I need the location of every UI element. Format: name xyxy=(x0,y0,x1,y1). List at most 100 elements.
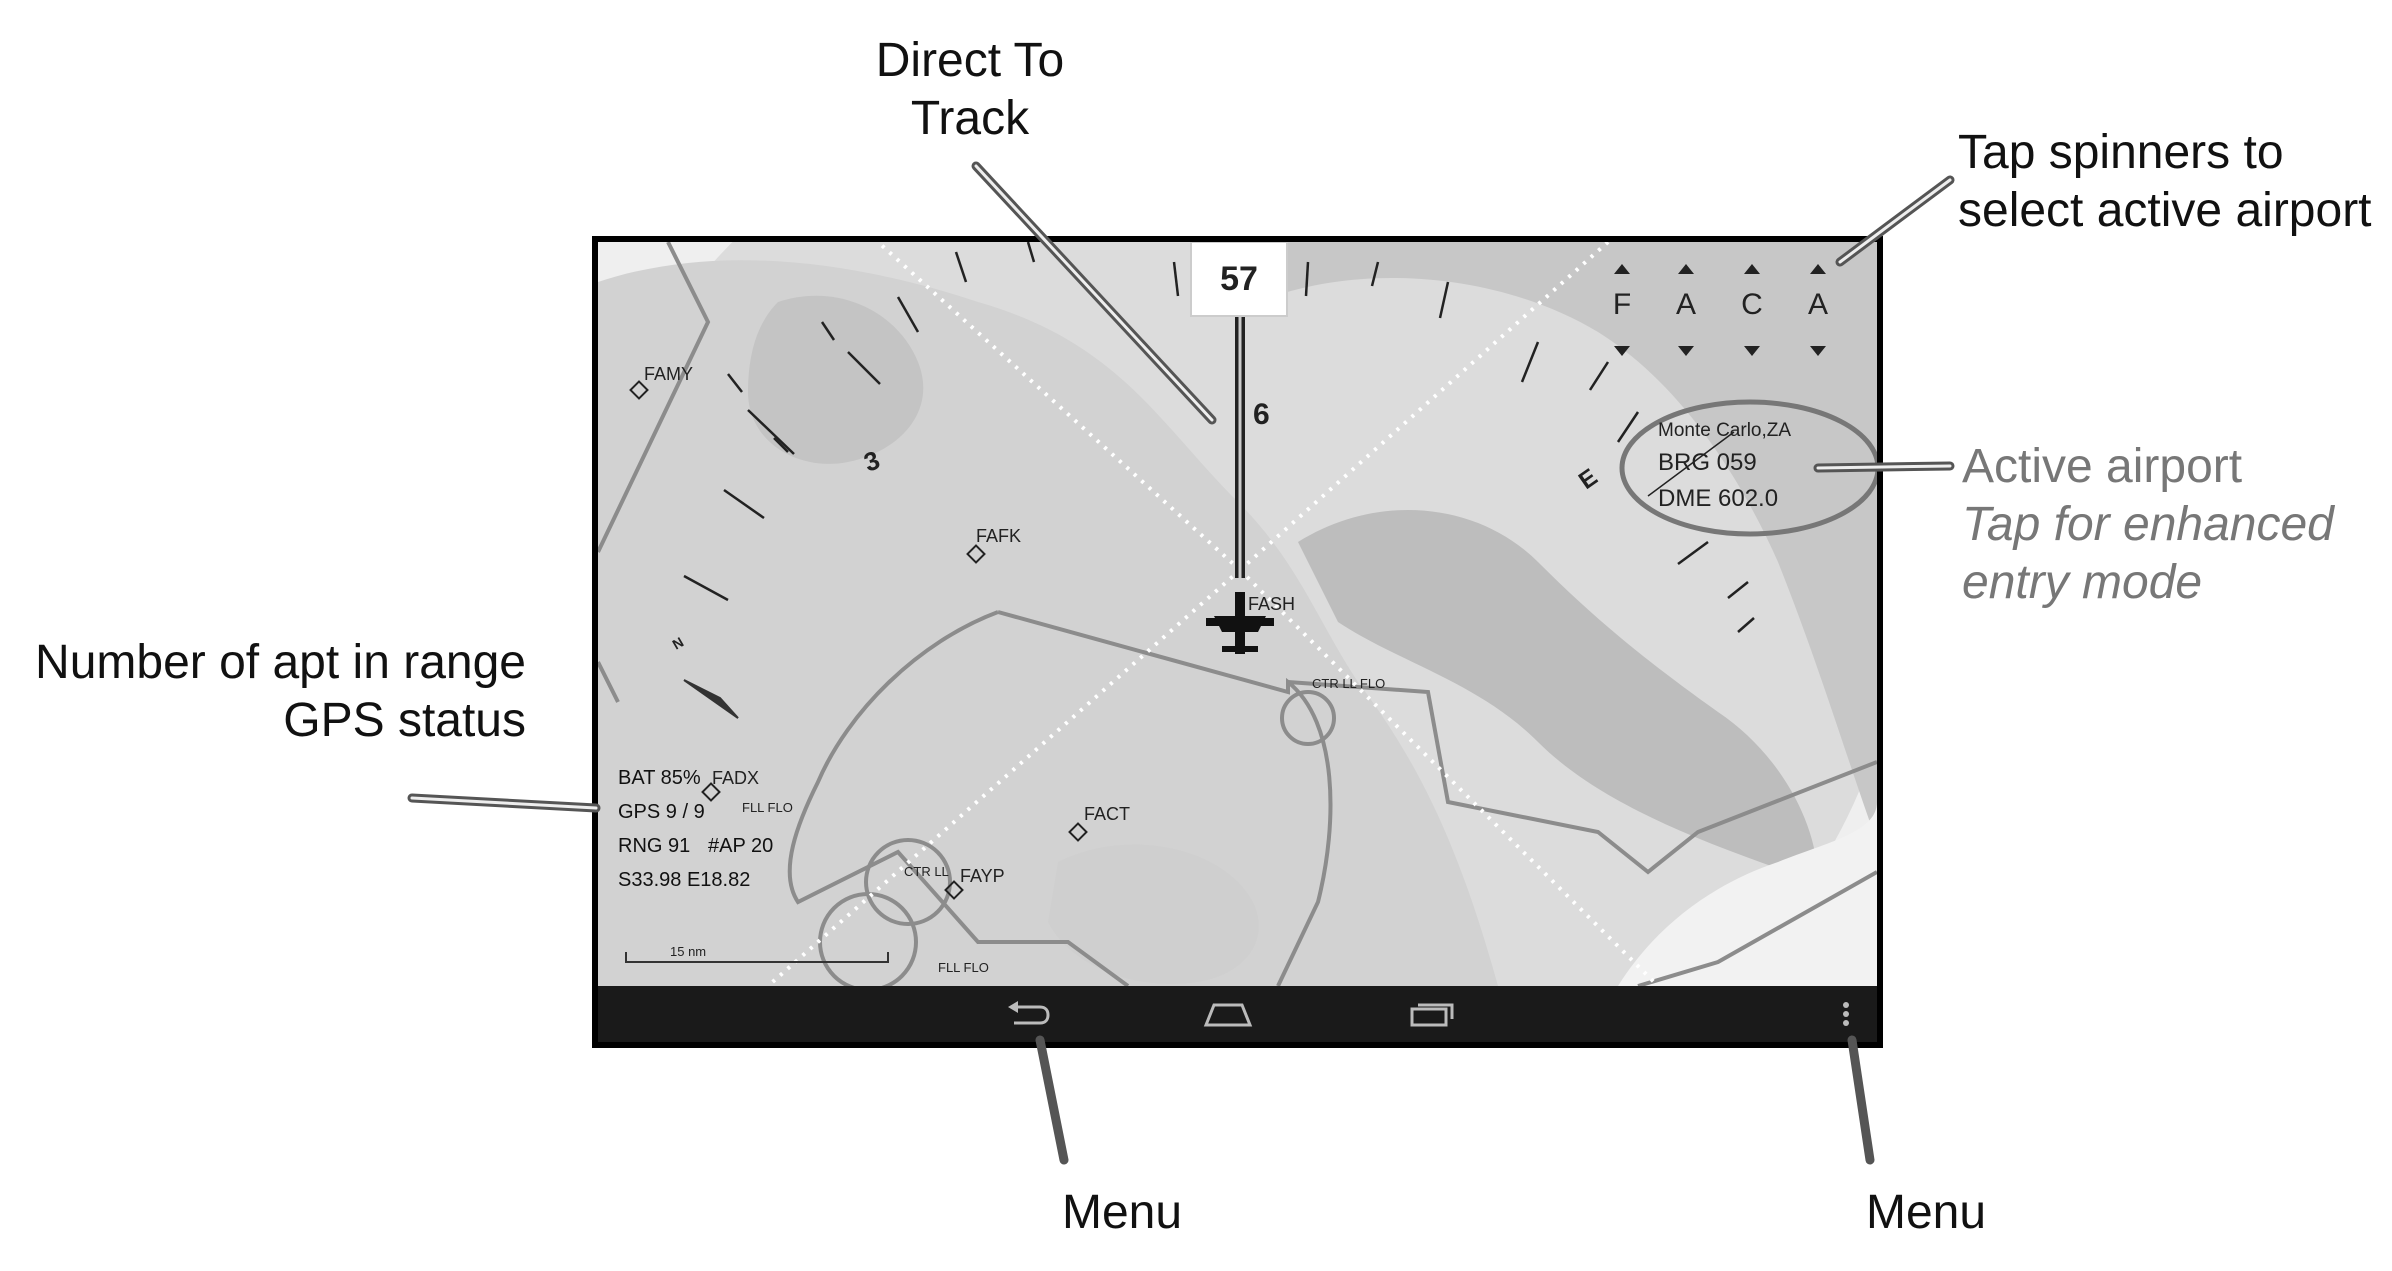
spinner-up-icon[interactable] xyxy=(1810,264,1826,274)
airspace-label-ctr-top: CTR LL FLO xyxy=(1312,676,1385,691)
spinner-up-icon[interactable] xyxy=(1678,264,1694,274)
airport-fafk[interactable]: FAFK xyxy=(966,526,1022,564)
heading-box: 57 xyxy=(1190,242,1288,317)
recent-apps-icon xyxy=(1410,1003,1454,1027)
spinner-up-icon[interactable] xyxy=(1614,264,1630,274)
callout-num-apt-line-2: GPS status xyxy=(283,694,526,747)
airspace-label-fayp-sub: FLL FLO xyxy=(938,960,989,975)
recent-apps-button[interactable] xyxy=(1400,992,1464,1036)
airspace-boundary-se xyxy=(1637,870,1877,986)
sea-area xyxy=(1618,802,1877,986)
airspace-boundary-nw xyxy=(598,242,711,553)
callout-direct-to-track: Direct To Track xyxy=(860,32,1080,148)
airspace-label-fayp-ctr: CTR LL xyxy=(904,864,949,879)
overflow-dots-icon xyxy=(1843,1002,1849,1026)
terrain-east xyxy=(1258,242,1877,842)
spinner-letter-2: A xyxy=(1676,288,1696,321)
status-range: RNG 91 xyxy=(618,835,690,857)
spinner-letter-4: A xyxy=(1808,288,1828,321)
active-airport-ellipse[interactable] xyxy=(1619,399,1877,537)
radial-nw xyxy=(876,242,1242,572)
airport-famy[interactable]: FAMY xyxy=(629,364,694,400)
spinner-up-icon[interactable] xyxy=(1744,264,1760,274)
airspace-ctr-main-east xyxy=(997,610,1333,986)
leader-menu-center xyxy=(1035,1035,1069,1165)
active-airport-dme: DME 602.0 xyxy=(1658,485,1778,512)
radial-se xyxy=(1238,568,1660,986)
spinner-letter-1: F xyxy=(1613,288,1631,321)
airport-markers: FAMY FAFK FASH FADX FACT xyxy=(629,364,1295,900)
spinner-2[interactable]: A xyxy=(1676,264,1696,356)
heading-value: 57 xyxy=(1220,260,1258,298)
callout-tap-spinners-line-2: select active airport xyxy=(1958,184,2372,237)
north-arrow-icon xyxy=(683,679,739,719)
active-airport-bearing-line xyxy=(1647,431,1735,497)
airport-fact[interactable]: FACT xyxy=(1068,804,1131,842)
spinner-3[interactable]: C xyxy=(1741,264,1763,356)
tablet-screen: 3 6 E N 57 xyxy=(592,236,1883,1048)
back-button[interactable] xyxy=(996,992,1060,1036)
spinner-down-icon[interactable] xyxy=(1810,346,1826,356)
airport-fayp[interactable]: FAYP xyxy=(944,866,1005,900)
spinner-letter-3: C xyxy=(1741,288,1763,321)
status-airport-count: #AP 20 xyxy=(708,835,773,857)
svg-text:FAYP: FAYP xyxy=(960,866,1005,886)
aircraft-icon xyxy=(1206,592,1274,654)
active-airport-panel[interactable]: Monte Carlo,ZA BRG 059 DME 602.0 xyxy=(1619,399,1877,537)
terrain-ridge xyxy=(1298,509,1818,882)
callout-number-of-airports: Number of apt in range GPS status xyxy=(30,634,526,750)
moving-map[interactable]: 3 6 E N 57 xyxy=(598,242,1877,986)
svg-text:FACT: FACT xyxy=(1084,804,1130,824)
status-block: BAT 85% GPS 9 / 9 RNG 91 #AP 20 S33.98 E… xyxy=(618,767,773,891)
callout-tap-spinners-line-1: Tap spinners to xyxy=(1958,126,2284,179)
callout-active-airport: Active airport Tap for enhanced entry mo… xyxy=(1962,438,2334,612)
callout-active-airport-sub-2: entry mode xyxy=(1962,556,2203,609)
spinner-down-icon[interactable] xyxy=(1614,346,1630,356)
active-airport-name: Monte Carlo,ZA xyxy=(1658,420,1791,441)
android-nav-bar xyxy=(598,986,1877,1042)
airspace-fayp-circle xyxy=(864,838,952,926)
terrain-patch-2 xyxy=(1048,844,1259,984)
airport-fadx[interactable]: FADX xyxy=(701,768,760,802)
airspace-ctr-main-west xyxy=(787,610,1130,986)
airspace-boundary-w xyxy=(598,661,620,703)
callout-menu-center: Menu xyxy=(1062,1186,1183,1239)
leader-num-apt xyxy=(407,793,601,813)
airport-spinners[interactable]: F A C A xyxy=(1613,264,1828,356)
callout-num-apt-line-1: Number of apt in range xyxy=(35,636,526,689)
airport-fash[interactable]: FASH xyxy=(1248,594,1295,614)
status-gps: GPS 9 / 9 xyxy=(618,801,705,823)
airspace-boundary-east xyxy=(1287,680,1877,875)
terrain-patch-1 xyxy=(748,295,924,464)
airspace-label-fadx: FLL FLO xyxy=(742,800,793,815)
home-button[interactable] xyxy=(1196,992,1260,1036)
leader-num-apt-highlight xyxy=(410,796,598,810)
compass-rose-ticks xyxy=(683,242,1755,633)
spinner-down-icon[interactable] xyxy=(1678,346,1694,356)
callout-direct-to-line-2: Track xyxy=(910,92,1030,145)
callout-active-airport-title: Active airport xyxy=(1962,440,2243,493)
active-airport-brg: BRG 059 xyxy=(1658,449,1757,476)
spinner-down-icon[interactable] xyxy=(1744,346,1760,356)
svg-text:FAMY: FAMY xyxy=(644,364,693,384)
scale-bar-label: 15 nm xyxy=(670,944,706,959)
callout-direct-to-line-1: Direct To xyxy=(875,34,1065,87)
status-battery: BAT 85% xyxy=(618,767,701,789)
radial-ne xyxy=(1238,242,1610,572)
callout-tap-spinners: Tap spinners to select active airport xyxy=(1958,124,2372,240)
svg-text:FASH: FASH xyxy=(1248,594,1295,614)
callout-active-airport-sub-1: Tap for enhanced xyxy=(1962,498,2334,551)
leader-menu-right xyxy=(1847,1035,1875,1165)
scale-bar: 15 nm xyxy=(625,944,889,963)
status-position: S33.98 E18.82 xyxy=(618,869,750,891)
airspace-labels: CTR LL FLO FLL FLO CTR LL FLL FLO xyxy=(742,676,1385,975)
spinner-1[interactable]: F xyxy=(1613,264,1631,356)
airspace-ctr-small-circle xyxy=(1280,690,1336,746)
overflow-menu-button[interactable] xyxy=(1826,992,1866,1036)
svg-text:FAFK: FAFK xyxy=(976,526,1021,546)
home-icon xyxy=(1203,1003,1253,1027)
spinner-4[interactable]: A xyxy=(1808,264,1828,356)
compass-label-6: 6 xyxy=(1253,398,1270,431)
callout-menu-right: Menu xyxy=(1866,1186,1987,1239)
